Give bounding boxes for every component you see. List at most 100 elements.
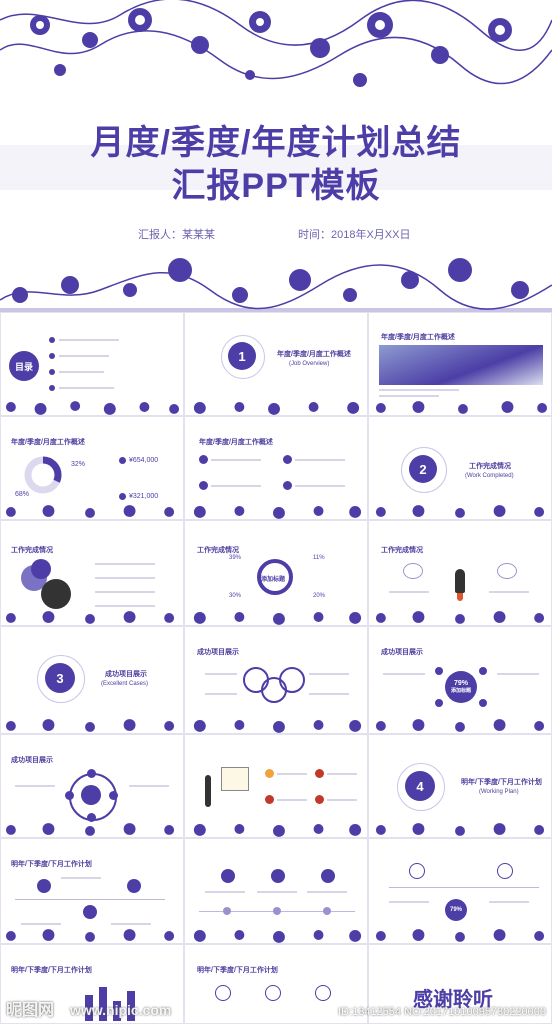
- gear-icon: [31, 559, 51, 579]
- text-line: [489, 591, 529, 593]
- cycle-center: [81, 785, 101, 805]
- slide-toc[interactable]: 目录: [0, 312, 184, 416]
- slide-floral-band: [193, 930, 362, 943]
- text-line: [111, 923, 151, 925]
- watermark-logo: 昵图网: [6, 1002, 55, 1019]
- slide-cases-hub[interactable]: 成功项目展示 79% 添加标题: [368, 626, 552, 734]
- text-line: [205, 693, 237, 695]
- slide-title: 明年/下季度/下月工作计划: [197, 967, 278, 974]
- list-dot: [283, 455, 292, 464]
- section-ring: [37, 655, 85, 703]
- toc-circle: 目录: [9, 351, 39, 381]
- text-line: [95, 577, 155, 579]
- list-dot: [199, 455, 208, 464]
- slide-floral-band: [375, 929, 545, 942]
- slide-work-rocket[interactable]: 工作完成情况: [368, 520, 552, 626]
- slide-cases-chain[interactable]: 成功项目展示: [184, 626, 368, 734]
- slide-section-3[interactable]: 3 成功项目展示 (Excellent Cases): [0, 626, 184, 734]
- slide-plan-steps[interactable]: [184, 838, 368, 944]
- slide-cases-cycle[interactable]: 成功项目展示: [0, 734, 184, 838]
- slide-floral-band: [5, 505, 175, 518]
- cover-title-line2: 汇报PPT模板: [171, 167, 381, 205]
- section-title: 明年/下季度/下月工作计划: [461, 779, 542, 786]
- slide-floral-band: [375, 823, 545, 836]
- toc-line-4: [59, 387, 114, 389]
- slide-floral-band: [375, 401, 548, 414]
- slide-floral-band: [193, 506, 362, 519]
- text-line: [95, 591, 155, 593]
- rocket-flame-icon: [457, 593, 463, 601]
- plan-icon: [497, 863, 513, 879]
- text-line: [383, 673, 425, 675]
- section-subtitle: (Working Plan): [479, 789, 519, 795]
- slide-plan-bars[interactable]: 明年/下季度/下月工作计划: [0, 944, 184, 1024]
- slide-work-ring[interactable]: 工作完成情况 添加标题 39% 11% 30% 20%: [184, 520, 368, 626]
- timeline-line: [389, 887, 539, 888]
- pct-68: 68%: [15, 491, 30, 498]
- plan-node: [37, 879, 51, 893]
- gear-icon: [41, 579, 71, 609]
- text-line: [277, 799, 307, 801]
- timeline-line: [15, 899, 165, 900]
- list-dot: [283, 481, 292, 490]
- slide-floral-band: [193, 612, 362, 625]
- slide-overview-list[interactable]: 年度/季度/月度工作概述: [184, 416, 368, 520]
- text-line: [129, 785, 169, 787]
- slide-work-gears[interactable]: 工作完成情况: [0, 520, 184, 626]
- slide-floral-band: [5, 929, 175, 942]
- building-photo: [379, 345, 543, 385]
- toc-dot-2: [49, 353, 55, 359]
- text-line: [309, 693, 349, 695]
- section-number: 3: [45, 663, 75, 693]
- chain-circle: [279, 667, 305, 693]
- presenter-icon: [205, 775, 211, 807]
- slide-section-4[interactable]: 4 明年/下季度/下月工作计划 (Working Plan): [368, 734, 552, 838]
- money-2: ¥321,000: [129, 493, 159, 500]
- cycle-node: [65, 791, 74, 800]
- text-line: [211, 485, 261, 487]
- slide-title: 成功项目展示: [197, 649, 239, 656]
- slide-floral-band: [375, 611, 545, 624]
- timeline-dot: [273, 907, 281, 915]
- cycle-node: [109, 791, 118, 800]
- slide-section-2[interactable]: 2 工作完成情况 (Work Completed): [368, 416, 552, 520]
- cover-slide: 月度/季度/年度计划总结 汇报PPT模板 汇报人：某某某 时间：2018年X月X…: [0, 0, 552, 312]
- section-ring: [397, 763, 445, 811]
- slide-cases-presenter[interactable]: [184, 734, 368, 838]
- section-number: 4: [405, 771, 435, 801]
- cloud-icon: [497, 563, 517, 579]
- cover-title-line1: 月度/季度/年度计划总结: [90, 124, 462, 162]
- slide-title: 工作完成情况: [197, 547, 239, 554]
- text-line: [95, 563, 155, 565]
- slide-title: 明年/下季度/下月工作计划: [11, 967, 92, 974]
- text-line: [205, 673, 237, 675]
- plan-icon: [215, 985, 231, 1001]
- floral-border-bottom: [0, 258, 552, 312]
- slide-thanks[interactable]: 感谢聆听: [368, 944, 552, 1024]
- slide-title: 明年/下季度/下月工作计划: [11, 861, 92, 868]
- bar: [99, 987, 107, 1021]
- slide-overview-photo[interactable]: 年度/季度/月度工作概述: [368, 312, 552, 416]
- hub-circle: 79% 添加标题: [445, 671, 477, 703]
- section-ring: [401, 447, 447, 493]
- text-line: [15, 785, 55, 787]
- list-dot: [265, 795, 274, 804]
- slide-floral-band: [375, 505, 545, 518]
- slide-plan-pct[interactable]: 79%: [368, 838, 552, 944]
- slide-floral-band: [5, 611, 175, 624]
- slide-overview-stats[interactable]: 年度/季度/月度工作概述 32% 68% ¥654,000 ¥321,000: [0, 416, 184, 520]
- slide-plan-timeline[interactable]: 明年/下季度/下月工作计划: [0, 838, 184, 944]
- text-line: [295, 459, 345, 461]
- toc-line-2: [59, 355, 109, 357]
- money-dot: [119, 493, 126, 500]
- hub-node: [479, 667, 487, 675]
- toc-dot-1: [49, 337, 55, 343]
- floral-border-top: [0, 0, 552, 87]
- slide-section-1[interactable]: 1 年度/季度/月度工作概述 (Job Overview): [184, 312, 368, 416]
- list-dot: [265, 769, 274, 778]
- text-line: [497, 673, 539, 675]
- section-number: 2: [409, 455, 437, 483]
- text-line: [21, 923, 61, 925]
- toc-dot-3: [49, 369, 55, 375]
- money-dot: [119, 457, 126, 464]
